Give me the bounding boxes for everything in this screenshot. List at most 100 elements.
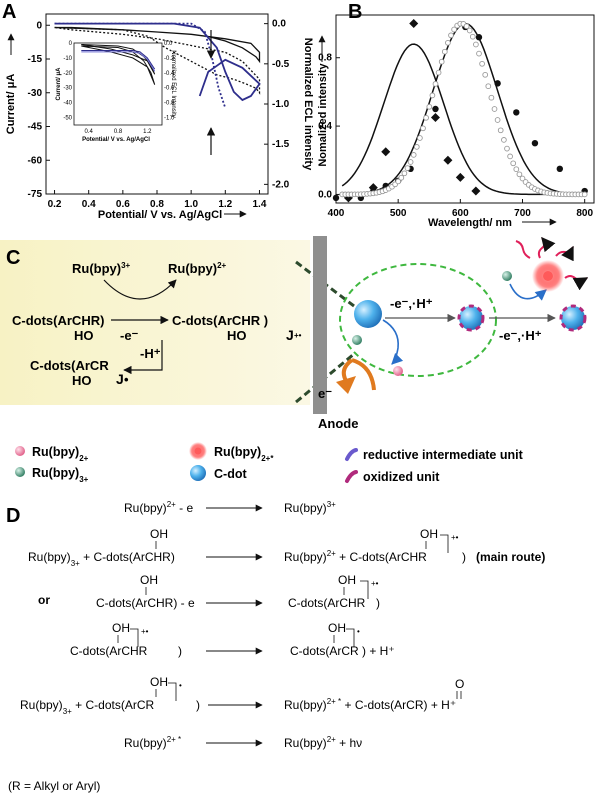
legend-ru3-label: Ru(bpy)3+ (32, 466, 89, 484)
eq2-left-oh: OH (150, 527, 168, 541)
b-series-circle-gaussian (342, 22, 584, 196)
inset-ytick-label-4: -10 (63, 56, 72, 62)
c-electron-path-arrow (382, 319, 404, 365)
b-point-grey (417, 135, 423, 141)
c-deprotonation-arrow (123, 340, 163, 375)
b-point-grey (491, 106, 498, 112)
c-deprotonation-label: -H⁺ (140, 346, 161, 361)
legend-reductive-label: reductive intermediate unit (363, 448, 524, 462)
b-point-grey (448, 32, 454, 39)
b-point-circle-9 (494, 80, 501, 87)
b-point-diamond-3 (409, 19, 419, 29)
equation-4: OH +• C-dots(ArCHR ) OH • C-dots(ArCR ) … (70, 621, 395, 658)
panel-b-xlabel: Wavelength/ nm (428, 217, 512, 229)
legend: Ru(bpy)2+ Ru(bpy)3+ Ru(bpy)2+* C-dot red… (15, 442, 524, 484)
panel-label-b: B (348, 1, 362, 23)
b-ytick-label-1: 0.4 (318, 121, 332, 132)
eq4-charge: +• (141, 627, 149, 636)
b-point-grey (438, 58, 445, 65)
b-point-grey (410, 152, 417, 158)
c-radical-ho: HO (72, 373, 92, 388)
c-ru2-label: Ru(bpy)2+ (168, 261, 227, 276)
b-xtick-label-3: 700 (514, 208, 531, 219)
b-point-circle-12 (556, 165, 564, 173)
anode-electrode (313, 236, 327, 414)
eq3-charge: +• (371, 579, 379, 588)
light-emission-wave-3 (564, 275, 589, 291)
a-series-ecl-dotted (54, 22, 227, 109)
c-dot-oxidized (559, 304, 587, 332)
b-xtick-label-1: 500 (390, 208, 407, 219)
c-reactant: C-dots(ArCHR) (12, 313, 104, 328)
b-point-grey (401, 170, 408, 177)
c-radical-bracket: J (116, 371, 124, 387)
a-y2tick-label-0: 0.0 (272, 19, 286, 30)
eq4-left: C-dots(ArCHR (70, 644, 148, 658)
b-point-grey (398, 174, 405, 181)
inset-ylabel-right: Normalized ECL Intensity (170, 50, 176, 117)
b-point-diamond-6 (455, 172, 465, 182)
a-ytick-label-1: -60 (28, 155, 43, 166)
c-step1-label: -e⁻,·H⁺ (390, 296, 433, 311)
b-point-grey (510, 160, 517, 167)
b-point-grey (429, 92, 436, 99)
light-emission-wave-4 (515, 240, 531, 259)
legend-ru3-swatch (15, 467, 25, 477)
c-ru3-label: Ru(bpy)3+ (72, 261, 131, 276)
b-point-grey (581, 191, 588, 198)
a-ytick-label-0: -75 (28, 189, 43, 200)
eq6-right: Ru(bpy)2+ + hν (284, 735, 362, 750)
a-series-current-cv-solid (54, 26, 261, 64)
eq4-left-bracket (130, 628, 139, 647)
inset-xtick-label-0: 0.4 (84, 129, 93, 135)
reaction-zone-ellipse (339, 263, 497, 377)
eq2-right: Ru(bpy)2+ + C-dots(ArCHR (284, 549, 427, 564)
inset-xlabel: Potential/ V vs. Ag/AgCl (82, 137, 150, 143)
inset-ytick-label-3: -20 (63, 71, 72, 77)
equation-2: OH Ru(bpy)3+ + C-dots(ArCHR) OH +• Ru(bp… (28, 527, 545, 568)
panel-a-series (54, 22, 261, 109)
b-point-grey (469, 33, 476, 40)
b-point-circle-11 (531, 139, 539, 147)
ru3-particle-right (502, 271, 512, 281)
b-point-grey (473, 41, 479, 48)
b-point-circle-8 (475, 34, 483, 41)
panel-a-ylabel: Current/ μA (5, 74, 17, 135)
inset-xtick-label-2: 1.2 (143, 129, 152, 135)
panel-label-c: C (6, 247, 20, 269)
ru3-particle (352, 335, 362, 345)
eq3-left-oh: OH (140, 573, 158, 587)
main-route-label: (main route) (476, 550, 545, 564)
c-oxidation-label: -e⁻ (120, 328, 139, 343)
electron-transfer-arrowhead (336, 376, 356, 394)
legend-ru2star-label: Ru(bpy)2+* (214, 445, 274, 463)
a-y2tick-label-2: -1.0 (272, 99, 290, 110)
b-xtick-label-2: 600 (452, 208, 469, 219)
a-y2tick-label-3: -1.5 (272, 139, 290, 150)
c-product-bracket: J (286, 327, 294, 343)
b-point-grey (451, 26, 457, 33)
a-xtick-label-4: 1.0 (184, 199, 198, 210)
b-xtick-label-4: 800 (576, 208, 593, 219)
b-point-grey (516, 171, 523, 178)
b-point-grey (513, 166, 520, 173)
legend-cdot-swatch (190, 465, 206, 481)
eq2-right-bracket (440, 534, 449, 553)
eq3-left: C-dots(ArCHR) - e (96, 596, 195, 610)
b-ytick-label-0: 0.0 (318, 189, 332, 200)
b-point-grey (407, 159, 414, 165)
anode-label: Anode (318, 416, 358, 431)
inset-y2tick-label-4: -0.8 (164, 101, 175, 107)
inset-current-loop-1 (81, 45, 156, 85)
or-label: or (38, 593, 50, 607)
eq3-right-oh: OH (338, 573, 356, 587)
c-product-ho: HO (227, 328, 247, 343)
eq2-right-oh: OH (420, 527, 438, 541)
b-point-grey (504, 145, 510, 152)
